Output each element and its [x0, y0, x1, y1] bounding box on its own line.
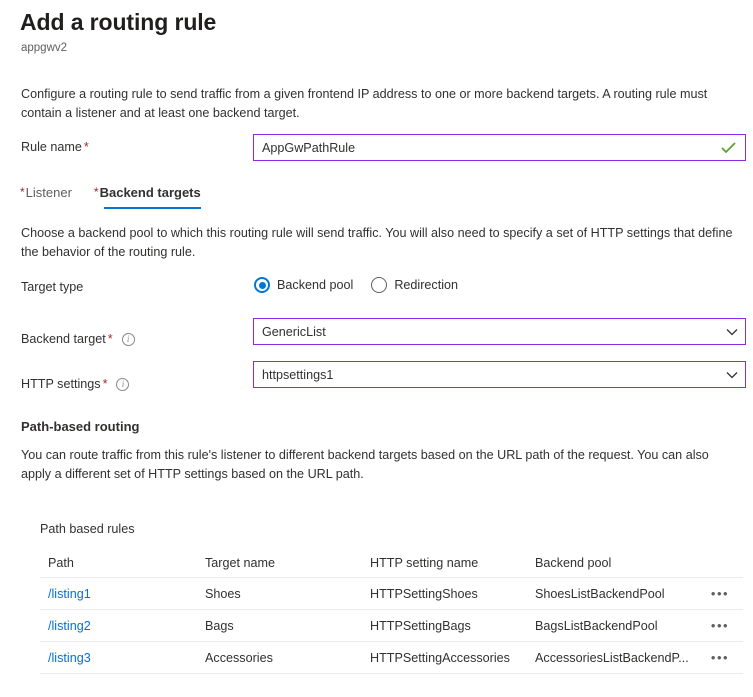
column-header-backend-pool: Backend pool [535, 555, 612, 570]
path-link[interactable]: /listing3 [48, 650, 91, 665]
http-settings-value: httpsettings1 [262, 367, 334, 382]
cell-target-name: Accessories [205, 650, 273, 665]
column-header-target-name: Target name [205, 555, 276, 570]
cell-target-name: Bags [205, 618, 234, 633]
rule-name-input[interactable] [254, 139, 717, 156]
cell-backend-pool: BagsListBackendPool [535, 618, 658, 633]
info-icon[interactable]: i [116, 377, 130, 391]
http-settings-dropdown[interactable]: httpsettings1 [253, 361, 746, 388]
path-rules-table-caption: Path based rules [40, 522, 135, 536]
more-options-icon: ••• [710, 586, 730, 601]
backend-target-label-text: Backend target [21, 332, 106, 346]
path-based-routing-heading: Path-based routing [21, 419, 140, 434]
cell-target-name: Shoes [205, 586, 241, 601]
tab-backend-targets[interactable]: *Backend targets [94, 185, 201, 209]
radio-redirection[interactable]: Redirection [371, 277, 458, 293]
column-header-http-setting-name: HTTP setting name [370, 555, 479, 570]
http-settings-label: HTTP settings* i [21, 377, 130, 391]
path-link[interactable]: /listing2 [48, 618, 91, 633]
checkmark-icon [717, 141, 739, 154]
backend-target-value: GenericList [262, 324, 326, 339]
table-header-row: Path Target name HTTP setting name Backe… [40, 548, 743, 578]
row-menu-button[interactable]: ••• [700, 619, 740, 632]
tab-backend-targets-label: Backend targets [99, 185, 201, 200]
table-row: /listing3 Accessories HTTPSettingAccesso… [40, 642, 743, 674]
intro-description: Configure a routing rule to send traffic… [21, 87, 708, 120]
radio-backend-pool-mark [254, 277, 270, 293]
rule-name-label: Rule name* [21, 140, 89, 154]
column-header-path: Path [48, 555, 74, 570]
tab-listener[interactable]: *Listener [20, 185, 72, 209]
rule-name-label-text: Rule name [21, 140, 82, 154]
more-options-icon: ••• [710, 650, 730, 665]
table-row: /listing2 Bags HTTPSettingBags BagsListB… [40, 610, 743, 642]
row-menu-button[interactable]: ••• [700, 651, 740, 664]
tab-backend-targets-asterisk: * [93, 185, 99, 199]
http-settings-label-text: HTTP settings [21, 377, 101, 391]
chevron-down-icon [719, 371, 745, 379]
cell-backend-pool: ShoesListBackendPool [535, 586, 665, 601]
radio-redirection-label: Redirection [394, 278, 459, 292]
tab-listener-asterisk: * [20, 185, 25, 199]
cell-http-setting-name: HTTPSettingAccessories [370, 650, 510, 665]
row-menu-button[interactable]: ••• [700, 587, 740, 600]
cell-backend-pool: AccessoriesListBackendP... [535, 650, 689, 665]
tab-list: *Listener *Backend targets [20, 185, 223, 209]
radio-redirection-mark [371, 277, 388, 293]
cell-path: /listing3 [40, 651, 205, 665]
radio-backend-pool-label: Backend pool [277, 278, 354, 292]
backend-targets-description: Choose a backend pool to which this rout… [21, 226, 733, 259]
cell-path: /listing1 [40, 587, 205, 601]
backend-target-label: Backend target* i [21, 332, 135, 346]
path-based-routing-description: You can route traffic from this rule's l… [21, 448, 709, 481]
required-asterisk: * [83, 140, 89, 154]
path-link[interactable]: /listing1 [48, 586, 91, 601]
table-row: /listing1 Shoes HTTPSettingShoes ShoesLi… [40, 578, 743, 610]
radio-backend-pool[interactable]: Backend pool [254, 277, 353, 293]
target-type-label: Target type [21, 280, 84, 294]
cell-http-setting-name: HTTPSettingBags [370, 618, 471, 633]
page-subtitle: appgwv2 [21, 42, 68, 54]
cell-path: /listing2 [40, 619, 205, 633]
tab-active-underline [103, 206, 201, 209]
chevron-down-icon [719, 328, 745, 336]
page-title: Add a routing rule [20, 9, 217, 35]
cell-http-setting-name: HTTPSettingShoes [370, 586, 478, 601]
backend-target-dropdown[interactable]: GenericList [253, 318, 746, 345]
path-rules-table: Path Target name HTTP setting name Backe… [40, 548, 743, 674]
tab-listener-label: Listener [25, 185, 72, 200]
more-options-icon: ••• [710, 618, 730, 633]
required-asterisk: * [102, 377, 108, 391]
target-type-radio-group: Backend pool Redirection [254, 277, 476, 293]
required-asterisk: * [107, 332, 113, 346]
info-icon[interactable]: i [121, 332, 135, 346]
rule-name-field[interactable] [253, 134, 746, 161]
